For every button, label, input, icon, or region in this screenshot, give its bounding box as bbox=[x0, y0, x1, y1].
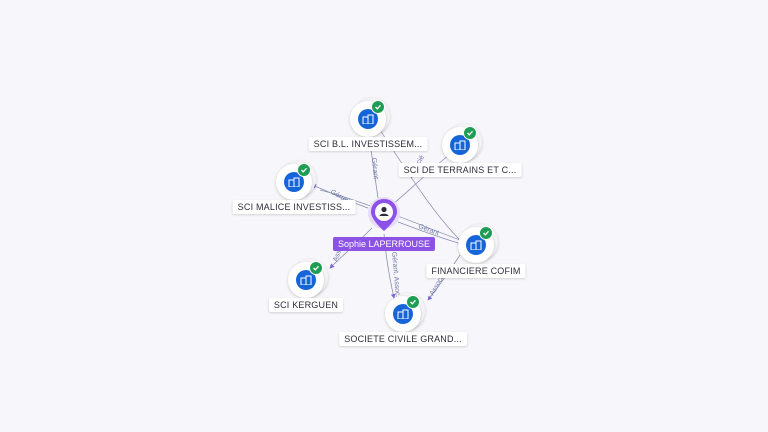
edge-label: Gérant bbox=[417, 223, 440, 237]
person-label[interactable]: Sophie LAPERROUSE bbox=[332, 237, 436, 251]
verified-check-icon bbox=[309, 261, 323, 275]
company-node-sci-bl[interactable] bbox=[350, 98, 390, 137]
company-label[interactable]: SOCIETE CIVILE GRAND... bbox=[339, 332, 467, 346]
company-label[interactable]: SCI KERGUEN bbox=[268, 298, 344, 312]
person-pin-icon bbox=[368, 197, 400, 231]
company-label[interactable]: FINANCIERE COFIM bbox=[426, 264, 526, 278]
company-node-sci-kerguen[interactable] bbox=[288, 259, 328, 298]
company-node-financiere[interactable] bbox=[458, 224, 498, 263]
building-icon bbox=[393, 304, 413, 324]
company-node-sci-malice[interactable] bbox=[276, 161, 316, 200]
verified-check-icon bbox=[371, 100, 385, 114]
building-icon bbox=[466, 235, 486, 255]
building-icon bbox=[296, 270, 316, 290]
company-label[interactable]: SCI DE TERRAINS ET C... bbox=[398, 163, 522, 177]
verified-check-icon bbox=[479, 226, 493, 240]
edge-label: Gérant bbox=[370, 158, 379, 180]
verified-check-icon bbox=[463, 126, 477, 140]
edge-line bbox=[311, 184, 369, 209]
building-icon bbox=[450, 135, 470, 155]
verified-check-icon bbox=[406, 295, 420, 309]
company-label[interactable]: SCI MALICE INVESTISS... bbox=[232, 200, 356, 214]
building-icon bbox=[358, 109, 378, 129]
company-node-sci-terrains[interactable] bbox=[442, 124, 482, 163]
person-node[interactable] bbox=[367, 196, 401, 234]
company-node-societe-civile[interactable] bbox=[385, 293, 425, 332]
company-label[interactable]: SCI B.L. INVESTISSEM... bbox=[308, 137, 428, 151]
edge-line bbox=[397, 221, 463, 246]
building-icon bbox=[284, 172, 304, 192]
edge-label: Gérant, Associé bbox=[390, 252, 401, 302]
verified-check-icon bbox=[297, 163, 311, 177]
